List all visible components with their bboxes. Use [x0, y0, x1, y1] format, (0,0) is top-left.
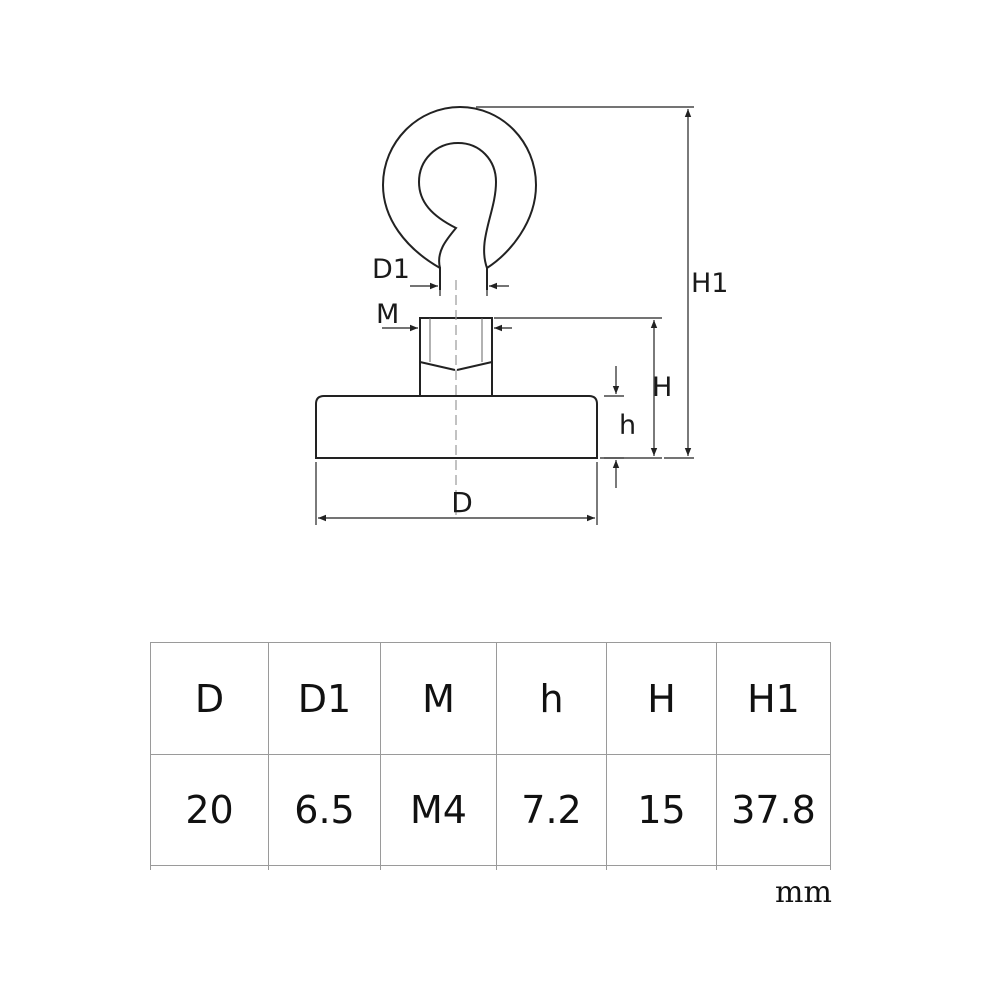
value-cell: 15: [606, 754, 717, 866]
magnet-base: [315, 395, 598, 459]
label-h-small: h: [619, 410, 636, 441]
table-header-row: D D1 M h H H1: [150, 642, 831, 755]
eye-hook-magnet-drawing: D D1 M h H H1: [315, 105, 728, 525]
value-cell: 20: [150, 754, 269, 866]
header-cell: H: [606, 642, 717, 755]
eye-hook-outline: [381, 105, 538, 290]
label-m: M: [376, 299, 399, 330]
value-cell: 6.5: [268, 754, 381, 866]
dimension-h: [494, 317, 662, 459]
header-cell: h: [496, 642, 607, 755]
header-cell: D1: [268, 642, 381, 755]
unit-label: mm: [775, 875, 832, 910]
dimension-d: [315, 462, 598, 525]
header-cell: D: [150, 642, 269, 755]
header-cell: H1: [716, 642, 831, 755]
label-h1: H1: [691, 268, 728, 299]
label-d1: D1: [372, 254, 410, 285]
label-h: H: [652, 372, 672, 403]
value-cell: M4: [380, 754, 497, 866]
dimensions-table: D D1 M h H H1 20 6.5 M4 7.2 15 37.8: [150, 642, 831, 870]
header-cell: M: [380, 642, 497, 755]
value-cell: 7.2: [496, 754, 607, 866]
label-d: D: [451, 486, 473, 519]
table-row: 20 6.5 M4 7.2 15 37.8: [150, 754, 831, 866]
table-bottom-strip: [150, 865, 831, 870]
value-cell: 37.8: [716, 754, 831, 866]
dimension-h1: [476, 106, 694, 459]
dimension-d1: [410, 278, 509, 296]
